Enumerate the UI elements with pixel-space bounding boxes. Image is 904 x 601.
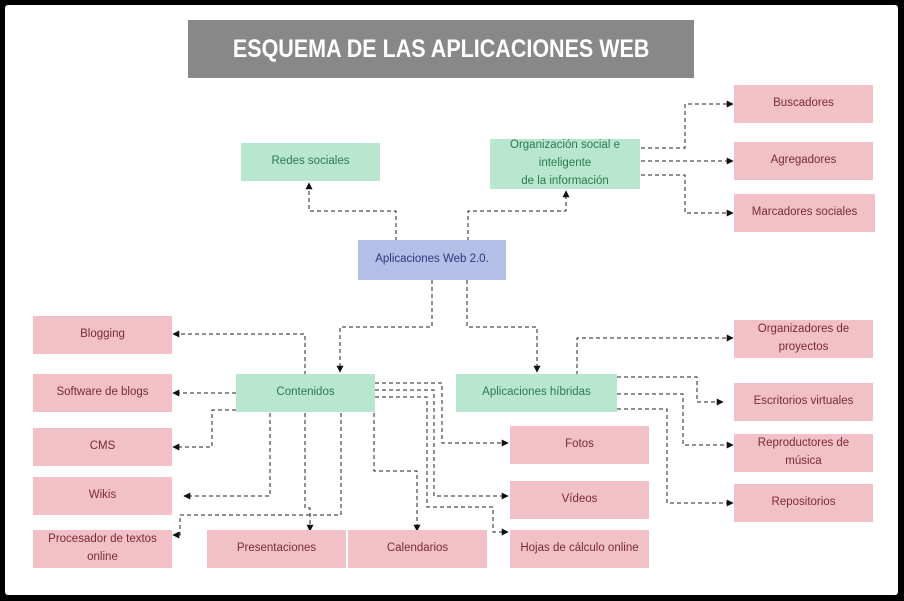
node-aplicaciones-web: Aplicaciones Web 2.0. [358,240,506,280]
node-organizacion: Organización social e inteligente de la … [490,139,640,189]
edge-hib-organizadores [576,334,734,375]
node-label: Marcadores sociales [751,206,858,219]
node-reproductores-musica: Reproductores de música [734,434,873,472]
node-cms: CMS [33,428,172,466]
node-label: Procesador de textos online [48,533,157,563]
node-agregadores: Agregadores [734,142,873,180]
node-label: Vídeos [561,493,598,506]
edge-cont-hojas [375,396,509,536]
node-fotos: Fotos [510,426,649,464]
node-repositorios: Repositorios [734,484,873,522]
edge-central-redes [305,182,397,241]
node-label: Redes sociales [271,155,350,168]
node-calendarios: Calendarios [348,530,487,568]
node-label: Reproductores de música [757,437,850,467]
node-label: Aplicaciones híbridas [482,386,591,399]
node-hojas-calculo: Hojas de cálculo online [510,530,649,568]
node-software-blogs: Software de blogs [33,374,172,412]
node-buscadores: Buscadores [734,85,873,123]
edge-cont-presentaciones [304,413,314,532]
node-blogging: Blogging [33,316,172,354]
node-label-line1: Organización social e inteligente [510,139,620,170]
edge-cont-videos [375,389,509,500]
edge-hib-escritorios [617,376,724,406]
node-presentaciones: Presentaciones [207,530,346,568]
edge-cont-calendarios [373,413,421,532]
edge-cont-procesador [172,413,342,539]
node-label: Contenidos [276,386,335,399]
title-banner: ESQUEMA DE LAS APLICACIONES WEB [188,20,694,78]
node-label: Software de blogs [56,386,149,399]
node-label: Hojas de cálculo online [520,542,639,555]
node-escritorios-virtuales: Escritorios virtuales [734,383,873,421]
node-contenidos: Contenidos [236,374,375,412]
node-label: Wikis [88,489,117,502]
edge-cont-wikis [183,413,271,500]
node-label: Blogging [80,328,125,341]
node-label: Escritorios virtuales [753,395,854,408]
node-label: Calendarios [386,542,449,555]
diagram-canvas: ESQUEMA DE LAS APLICACIONES WEB [5,5,898,595]
diagram-title: ESQUEMA DE LAS APLICACIONES WEB [232,34,650,63]
node-videos: Vídeos [510,481,649,519]
edge-hib-reproductores [617,393,734,449]
edge-central-organizacion [467,190,570,241]
edge-hib-repositorios [617,408,734,507]
node-organizadores-proyectos: Organizadores de proyectos [734,320,873,358]
connector-layer [172,100,734,539]
node-label: Repositorios [771,496,836,509]
node-label: Aplicaciones Web 2.0. [375,253,489,266]
node-label-line2: de la información [521,174,609,187]
edge-org-marcadores [641,174,734,217]
node-label: Fotos [565,438,594,451]
edge-cont-blogging [172,330,306,375]
node-wikis: Wikis [33,477,172,515]
edge-central-hibridas [466,280,541,373]
edge-cont-cms [172,409,236,451]
node-label: Presentaciones [236,542,317,555]
node-label: Buscadores [773,97,834,110]
node-procesador-textos: Procesador de textos online [33,530,172,568]
edge-org-buscadores [641,100,734,149]
node-label: Agregadores [770,154,837,167]
node-marcadores-sociales: Marcadores sociales [734,194,875,232]
node-label: CMS [89,440,116,453]
node-label: Organizadores de proyectos [757,323,850,353]
node-aplicaciones-hibridas: Aplicaciones híbridas [456,374,617,412]
edge-central-contenidos [336,280,433,373]
node-redes-sociales: Redes sociales [241,143,380,181]
